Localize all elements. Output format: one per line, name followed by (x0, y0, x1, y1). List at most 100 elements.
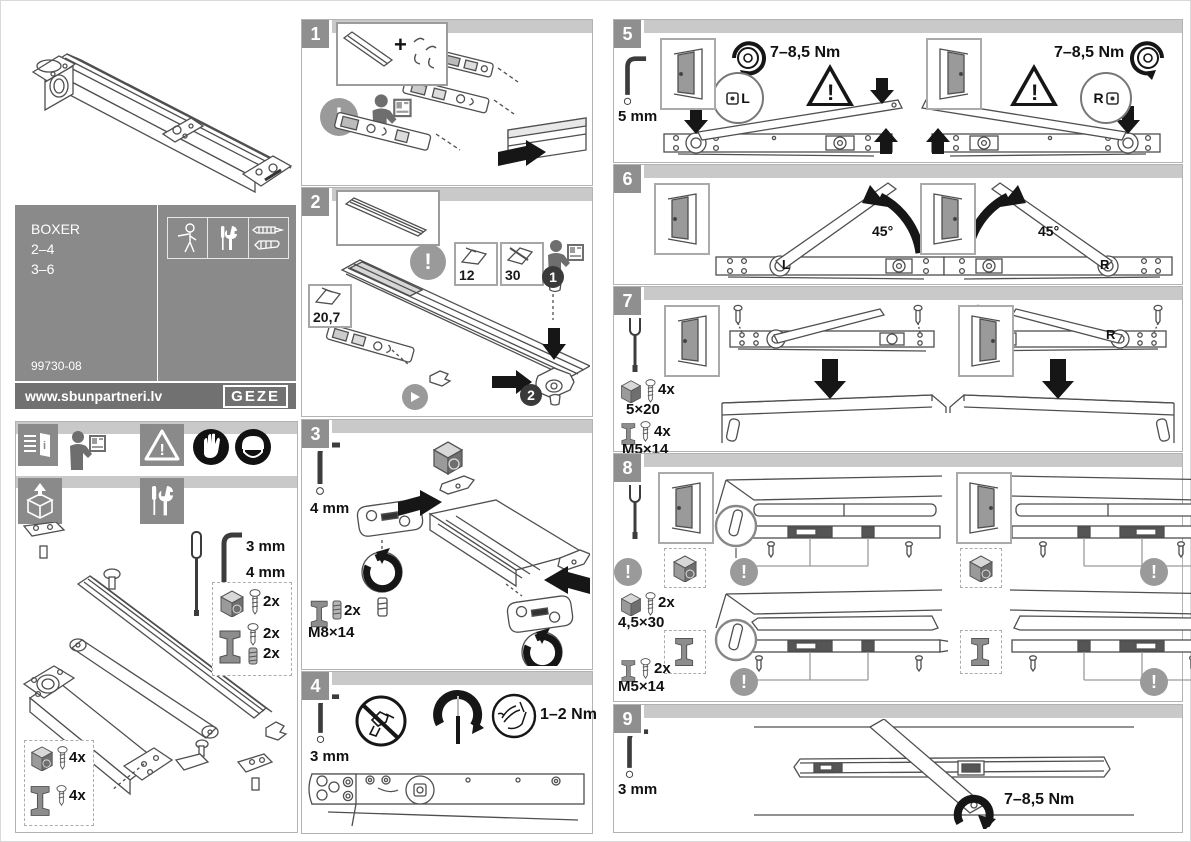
torque-value: 7–8,5 Nm (1004, 791, 1075, 808)
step-8-steel-left-drawing (714, 589, 948, 681)
rail-steel-plug-qty: 2x (263, 645, 280, 662)
alert-circle-icon: ! (1140, 558, 1168, 586)
torque-value-left: 7–8,5 Nm (770, 44, 841, 61)
dim-tile-12: 12 (454, 242, 498, 286)
step-8-steel-right-drawing (1009, 589, 1191, 681)
step-3-panel: 3 4 mm 2x M8×14 (301, 419, 593, 670)
step-2-panel: 2 ! 12 30 20,7 (301, 187, 593, 417)
screw-icon (249, 589, 261, 615)
installer-icon (168, 218, 209, 258)
rail-wood-qty: 2x (263, 593, 280, 610)
step-2-badge: 2 (302, 188, 332, 219)
plug-icon (248, 647, 258, 665)
website: www.sbunpartneri.lv (25, 388, 163, 404)
screw-icon (640, 421, 651, 442)
step-5-left-drawing (663, 78, 903, 157)
wood-qty: 2x (658, 594, 675, 611)
torque-value-right: 7–8,5 Nm (1054, 44, 1125, 61)
step-6-panel: 6 45° L 45° R (613, 164, 1183, 285)
wood-qty: 4x (658, 381, 675, 398)
tools-icon (208, 218, 249, 258)
dim-tile-30: 30 (500, 242, 544, 286)
bar (614, 705, 1182, 718)
step-2-drawing (325, 259, 590, 406)
step-8-wood-left-drawing (714, 475, 943, 567)
dim-30: 30 (505, 267, 521, 283)
play-triangle-icon (402, 384, 428, 410)
bar (302, 672, 592, 685)
doc-number: 99730-08 (31, 359, 82, 373)
hex-size-3mm: 3 mm (246, 538, 286, 555)
step-9-panel: 9 3 mm 7–8,5 Nm (613, 704, 1183, 833)
torque-value: 1–2 Nm (540, 706, 597, 723)
warning-triangle-icon: ! (804, 62, 856, 108)
screw-icon (645, 379, 656, 403)
regulating-valve-callout-left: L (712, 72, 764, 124)
step-3-drawing (356, 441, 590, 666)
torque-icon (1130, 40, 1170, 84)
step-5-right-drawing (921, 78, 1161, 157)
turn-icon (430, 690, 486, 746)
product-size-range-2: 3–6 (31, 261, 55, 277)
step-6-left-drawing (715, 182, 945, 280)
wood-block-icon (620, 593, 642, 616)
arm-wood-qty: 4x (69, 749, 86, 766)
step-1-drawing (334, 45, 587, 166)
steel-beam-icon (219, 630, 241, 664)
step-8-panel: 8 2x 4,5×30 2x M5×14 (613, 453, 1191, 702)
fastener-qty: 2x (344, 602, 361, 619)
geze-logo: GEZE (223, 384, 288, 408)
door-right-icon (926, 38, 982, 110)
product-name: BOXER (31, 221, 81, 237)
angle-right: 45° (1038, 223, 1060, 239)
product-drawing (15, 16, 297, 196)
bar (614, 287, 1182, 300)
step-3-badge: 3 (302, 420, 332, 451)
steel-beam-icon (30, 786, 50, 816)
door-left-icon (664, 305, 720, 377)
alert-circle-icon: ! (1140, 668, 1168, 696)
door-right-icon (956, 472, 1012, 544)
step-4-panel: 4 3 mm 1–2 Nm (301, 671, 597, 834)
step-1-panel: 1 + ! (301, 19, 593, 186)
angle-left: 45° (872, 223, 894, 239)
screw-icon (57, 746, 68, 770)
door-left-icon (658, 472, 714, 544)
hex-size-4mm: 4 mm (246, 564, 286, 581)
step-8-wood-right-drawing (1009, 475, 1191, 567)
step-2-inset (336, 190, 440, 246)
hex-key-size: 4 mm (310, 500, 350, 517)
wood-material-tile (960, 548, 1002, 588)
step-1-inset: + (336, 22, 448, 86)
fastener-size: M8×14 (308, 624, 355, 641)
pivot-mark-right: R (1106, 327, 1116, 342)
wood-block-icon (219, 590, 245, 617)
door-left-icon (660, 38, 716, 110)
divider (157, 205, 158, 381)
rail-fastener-labels: 2x 2x 2x (212, 582, 292, 676)
qualification-icons (167, 217, 289, 259)
no-power-tools-icon (354, 694, 408, 748)
read-manual-person-icon (64, 430, 110, 470)
door-right-icon (958, 305, 1014, 377)
info-panel: BOXER 2–4 3–6 99730-08 (15, 205, 296, 381)
step-8-badge: 8 (614, 454, 644, 485)
screw-icon (640, 658, 651, 679)
hex-key-icon (623, 56, 647, 105)
svg-text:i: i (43, 440, 46, 452)
mark-right: R (1093, 90, 1104, 106)
step-7-left-drawing (721, 304, 947, 443)
arm-fastener-labels: 4x 4x (24, 740, 94, 826)
alert-circle-icon: ! (730, 668, 758, 696)
helmet-icon (234, 428, 272, 466)
product-size-range-1: 2–4 (31, 241, 55, 257)
screw-icon (56, 785, 67, 806)
step-7-badge: 7 (614, 287, 644, 318)
step-7-panel: 7 4x 5×20 4x M5×14 (613, 286, 1183, 458)
regulating-valve-callout-right: R (1080, 72, 1132, 124)
warning-triangle-icon: ! (140, 424, 184, 466)
step-5-panel: 5 5 mm 7–8,5 Nm ! L 7–8,5 Nm (613, 19, 1183, 163)
gloves-icon (192, 428, 230, 466)
screw-plug-icon (249, 218, 288, 258)
